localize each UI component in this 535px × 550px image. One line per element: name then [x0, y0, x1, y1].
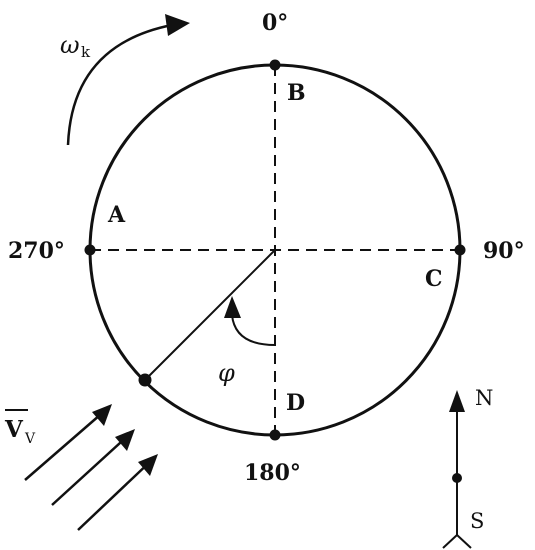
compass-center-dot	[452, 473, 462, 483]
angle-label-270: 270°	[8, 238, 65, 264]
marker-bottom	[269, 429, 281, 441]
compass-north-arrowhead	[449, 390, 465, 412]
marker-left	[84, 244, 96, 256]
rotation-omega-label: ω	[60, 31, 80, 59]
radius-line	[144, 249, 276, 381]
phi-label: φ	[218, 359, 235, 387]
velocity-arrow-3	[77, 457, 155, 531]
rotation-arc	[66, 23, 173, 146]
angle-label-0: 0°	[262, 10, 288, 36]
marker-right	[454, 244, 466, 256]
phi-angle-arc	[231, 314, 276, 346]
point-label-a: A	[107, 202, 126, 228]
marker-radius-end	[138, 373, 152, 387]
velocity-subscript-label: V	[24, 431, 36, 447]
compass-tail-right	[456, 534, 472, 549]
velocity-arrow-1	[24, 407, 109, 481]
velocity-arrowhead-3	[138, 454, 158, 476]
compass-south-label: S	[470, 509, 484, 533]
rotation-arrowhead	[165, 14, 190, 36]
phi-arrowhead	[224, 296, 241, 318]
velocity-arrow-2	[51, 432, 132, 506]
velocity-arrowhead-1	[92, 404, 112, 426]
angle-label-180: 180°	[244, 460, 301, 486]
velocity-arrowhead-2	[115, 429, 135, 451]
marker-top	[269, 59, 281, 71]
velocity-label: V	[4, 416, 24, 443]
rotation-subscript-label: k	[81, 43, 91, 61]
point-label-d: D	[286, 390, 305, 416]
angle-label-90: 90°	[483, 238, 525, 264]
point-label-c: C	[425, 266, 443, 292]
compass-tail-left	[442, 534, 458, 549]
compass-north-label: N	[475, 386, 493, 410]
point-label-b: B	[287, 80, 306, 106]
